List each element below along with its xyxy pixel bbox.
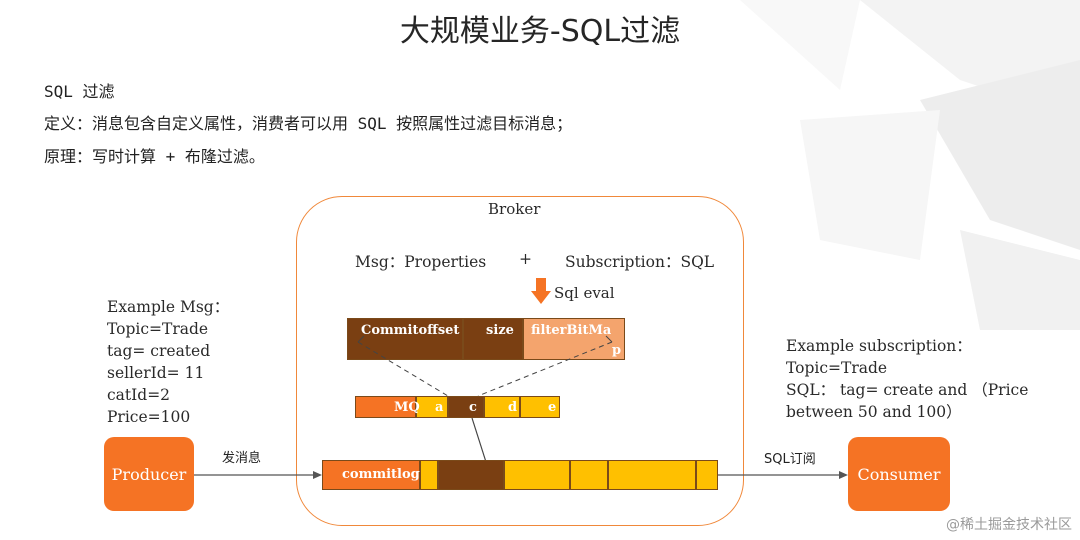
example-msg-title: Example Msg： xyxy=(107,298,230,316)
mq-cell-d xyxy=(484,396,520,418)
msg-properties-label: Msg：Properties xyxy=(355,253,487,271)
filter-bitmap-label-cont: p xyxy=(612,343,622,358)
example-msg-line-1: Topic=Trade xyxy=(107,320,209,338)
size-cell xyxy=(463,318,523,360)
commitlog-seg-3 xyxy=(504,460,570,490)
background-decoration xyxy=(740,0,1080,330)
mq-cell-c xyxy=(448,396,484,418)
mq-label: MQ xyxy=(394,400,420,415)
example-subscription-line-1: Topic=Trade xyxy=(786,359,888,377)
filter-bitmap-cell xyxy=(523,318,625,360)
commitoffset-cell xyxy=(347,318,463,360)
send-message-label: 发消息 xyxy=(222,451,262,466)
mq-cell-a xyxy=(416,396,448,418)
example-msg-line-3: sellerId= 11 xyxy=(107,364,205,382)
filter-bitmap-label: filterBitMa xyxy=(531,323,612,338)
mq-cell-e xyxy=(520,396,560,418)
sql-eval-label: Sql eval xyxy=(554,284,615,302)
mq-label-c: c xyxy=(469,400,477,415)
commitoffset-label: Commitoffset xyxy=(361,323,460,338)
commitlog-seg-2 xyxy=(438,460,504,490)
broker-label: Broker xyxy=(488,200,541,218)
intro-line-2: 定义：消息包含自定义属性，消费者可以用 SQL 按照属性过滤目标消息； xyxy=(44,114,573,133)
intro-line-3: 原理：写时计算 + 布隆过滤。 xyxy=(44,147,265,166)
example-msg-line-5: Price=100 xyxy=(107,408,191,426)
mq-label-d: d xyxy=(508,400,518,415)
example-msg-line-2: tag= created xyxy=(107,342,211,360)
subscription-sql-label: Subscription：SQL xyxy=(565,253,715,271)
example-subscription-line-3: between 50 and 100） xyxy=(786,403,962,421)
broker-container xyxy=(296,196,744,526)
mq-cell xyxy=(355,396,416,418)
example-msg-line-4: catId=2 xyxy=(107,386,171,404)
size-label: size xyxy=(486,323,514,338)
example-subscription-line-2: SQL： tag= create and （Price xyxy=(786,381,1029,399)
watermark: @稀土掘金技术社区 xyxy=(946,517,1072,533)
sql-eval-arrow-icon xyxy=(531,278,551,304)
page-title: 大规模业务-SQL过滤 xyxy=(399,14,681,49)
commitlog-seg-1 xyxy=(420,460,438,490)
sql-subscribe-label: SQL订阅 xyxy=(764,452,816,467)
plus-sign: + xyxy=(519,250,532,268)
consumer-box: Consumer xyxy=(848,437,950,511)
commitlog-cell xyxy=(322,460,420,490)
intro-line-1: SQL 过滤 xyxy=(44,82,115,101)
producer-box: Producer xyxy=(104,437,194,511)
mq-label-e: e xyxy=(548,400,557,415)
commitlog-label: commitlog xyxy=(342,467,420,482)
commitlog-seg-4 xyxy=(570,460,608,490)
commitlog-seg-6 xyxy=(696,460,718,490)
commitlog-seg-5 xyxy=(608,460,696,490)
mq-label-a: a xyxy=(435,400,444,415)
example-subscription-title: Example subscription： xyxy=(786,337,972,355)
